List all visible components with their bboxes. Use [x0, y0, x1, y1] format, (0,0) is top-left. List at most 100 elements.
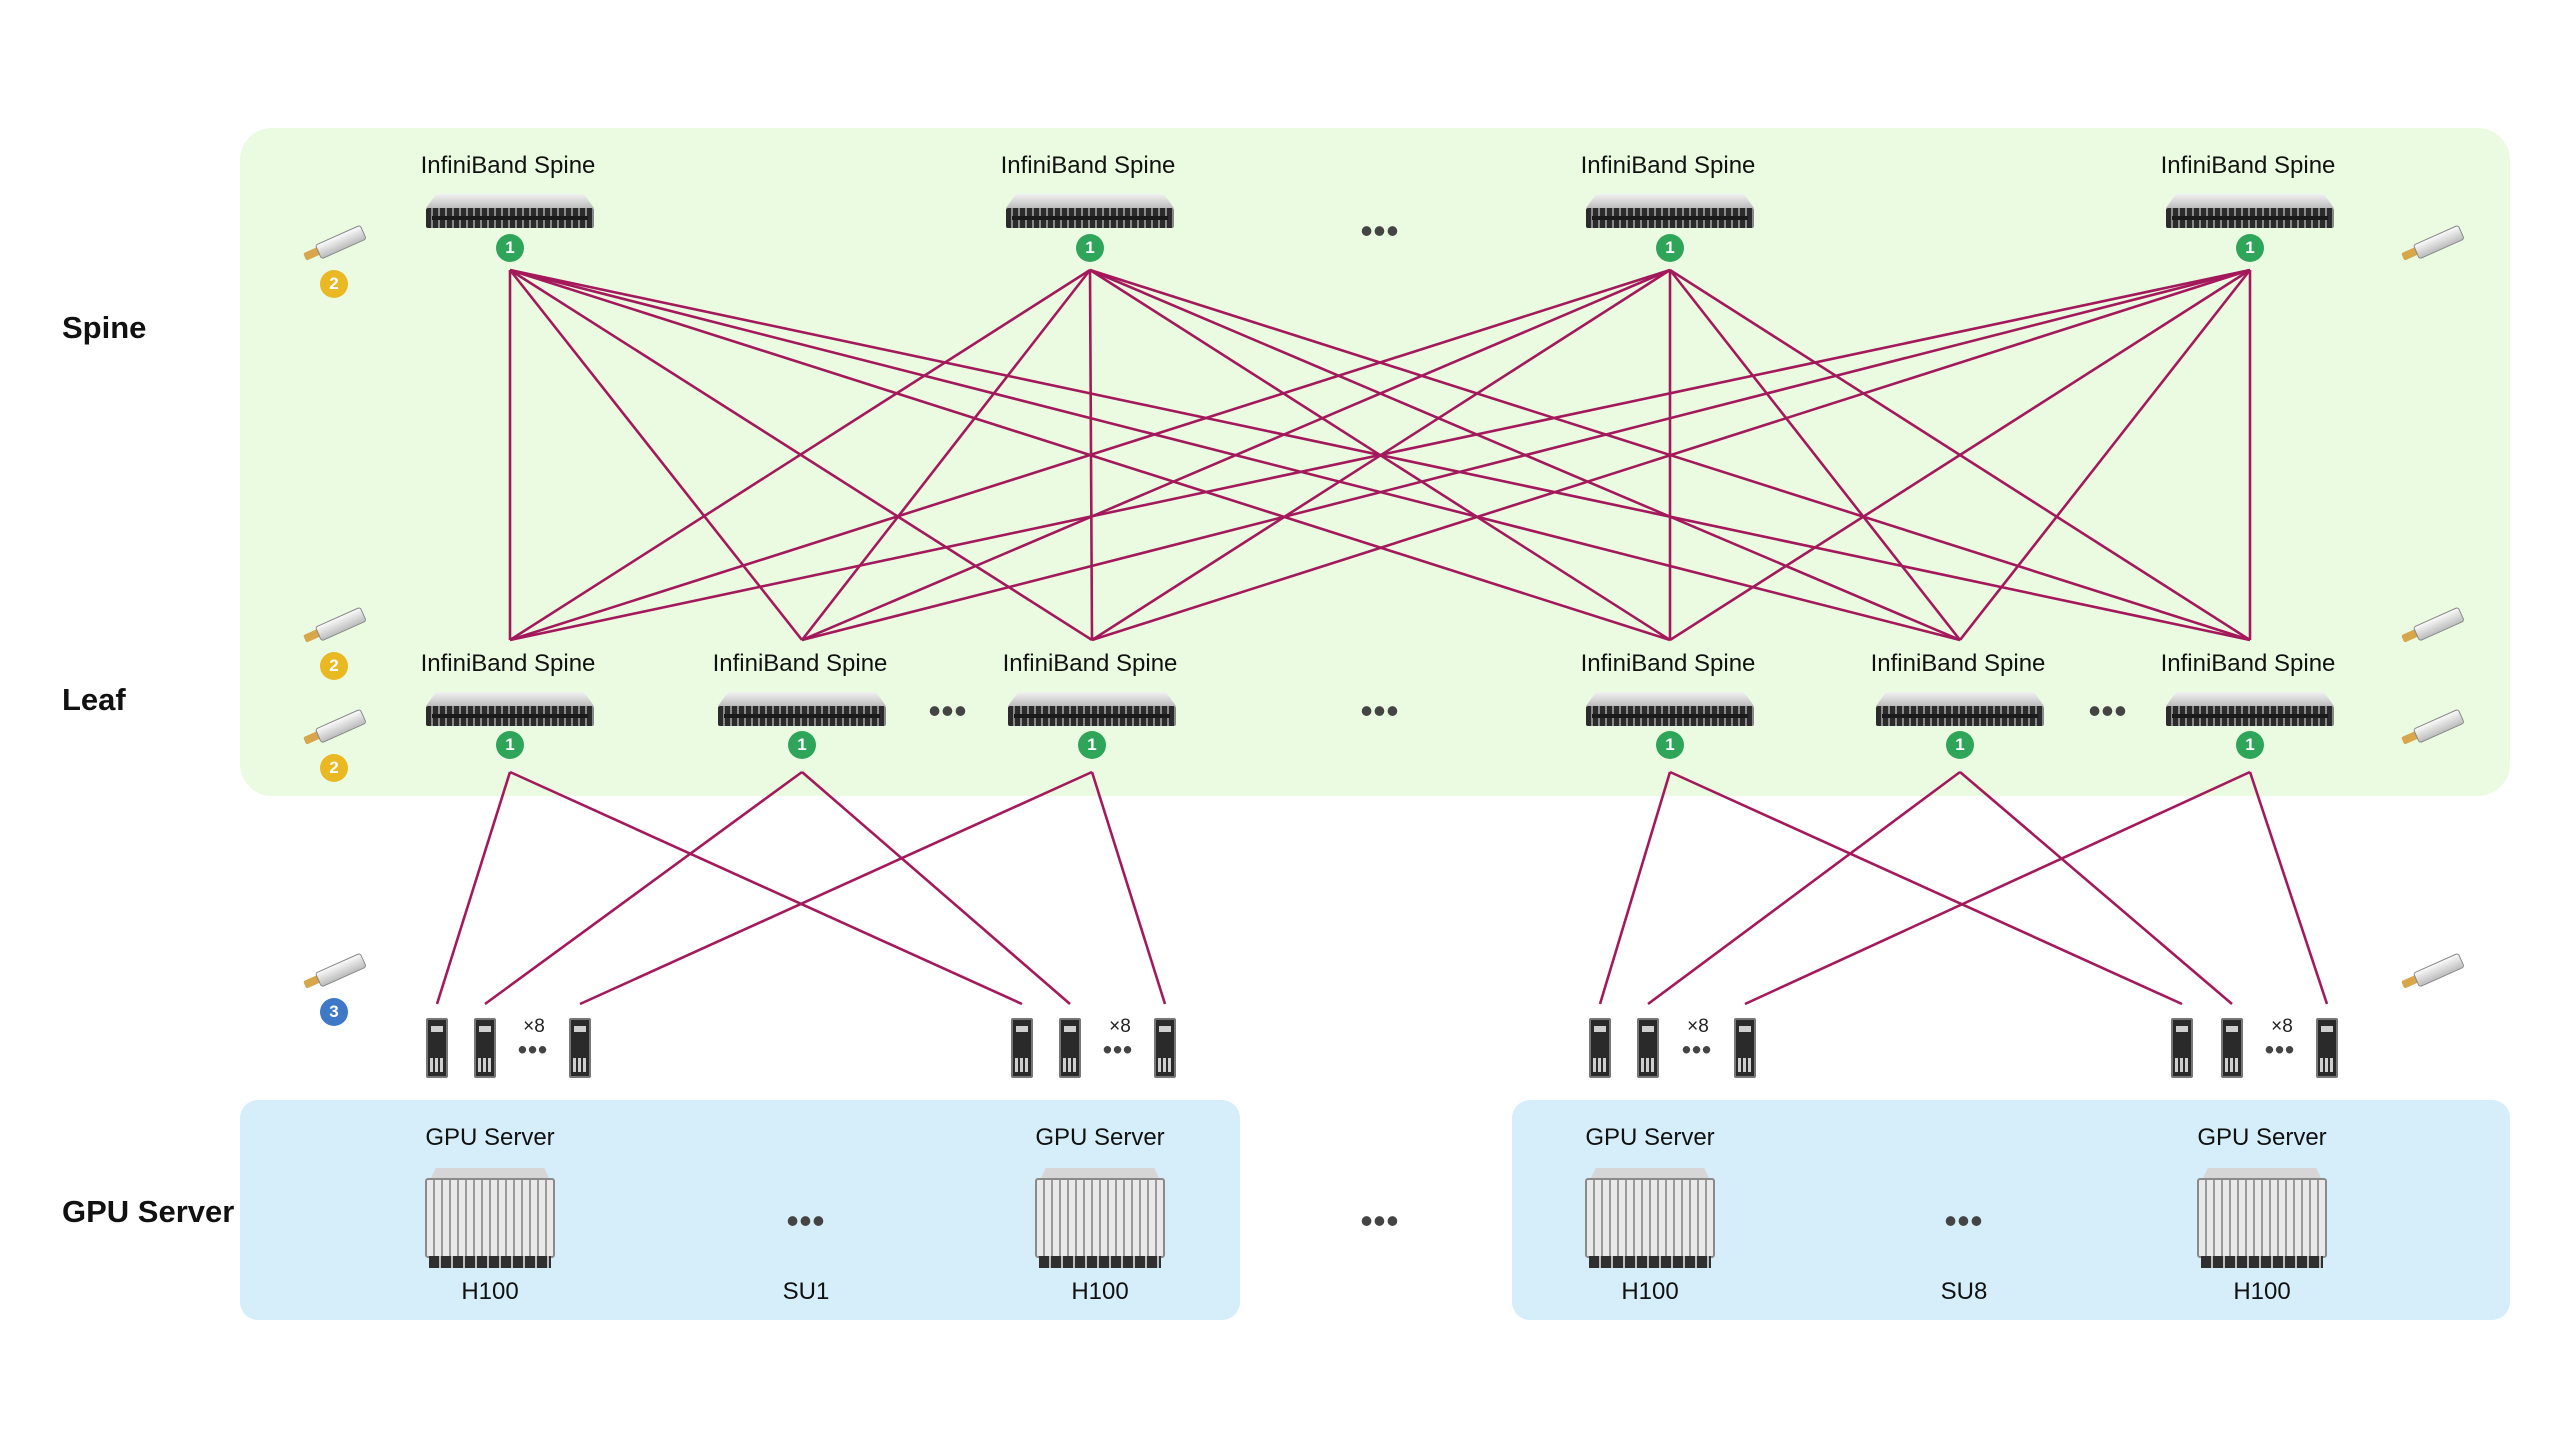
ellipsis: ••• [786, 1202, 826, 1241]
leaf-nic-link [1669, 770, 2183, 1006]
spine-switch-label: InfiniBand Spine [1580, 152, 1756, 179]
gpu-model-label: H100 [2233, 1278, 2291, 1305]
switch-badge: 1 [1656, 234, 1684, 262]
leaf-nic-link [1090, 771, 1167, 1005]
spine-leaf-link [508, 269, 804, 641]
leaf-switch-label: InfiniBand Spine [1002, 650, 1178, 677]
nic-card-icon [1589, 1018, 1611, 1078]
transceiver-badge: 2 [320, 754, 348, 782]
nic-card-icon [426, 1018, 448, 1078]
switch-badge: 1 [1656, 731, 1684, 759]
leaf-switch[interactable] [1876, 692, 2044, 726]
gpu-server-label: GPU Server [2197, 1124, 2327, 1151]
leaf-switch[interactable] [2166, 692, 2334, 726]
nic-card-icon [2171, 1018, 2193, 1078]
ellipsis: ••• [517, 1034, 549, 1065]
spine-leaf-link [509, 268, 1091, 642]
switch-badge: 1 [1946, 731, 1974, 759]
gpu-server-icon[interactable] [1585, 1168, 1715, 1268]
gpu-server-label: GPU Server [1035, 1124, 1165, 1151]
spine-leaf-link [509, 268, 2251, 642]
leaf-nic-link [435, 771, 512, 1005]
ellipsis: ••• [1681, 1034, 1713, 1065]
nic-card-icon [1059, 1018, 1081, 1078]
gpu-server-icon[interactable] [1035, 1168, 1165, 1268]
leaf-nic-link [801, 771, 1071, 1005]
ellipsis: ••• [1944, 1202, 1984, 1241]
tier-label-leaf: Leaf [62, 682, 126, 717]
switch-badge: 1 [496, 234, 524, 262]
gpu-model-label: H100 [1071, 1278, 1129, 1305]
leaf-nic-link [1598, 771, 1672, 1005]
transceiver-badge: 3 [320, 998, 348, 1026]
nic-card-icon [2221, 1018, 2243, 1078]
nic-card-icon [474, 1018, 496, 1078]
spine-leaf-link [509, 268, 1671, 642]
nic-multiplier: ×8 [1687, 1016, 1709, 1037]
leaf-switch[interactable] [1586, 692, 1754, 726]
spine-leaf-link [801, 268, 2251, 642]
leaf-nic-link [2248, 771, 2329, 1005]
tier-label-spine: Spine [62, 310, 147, 345]
spine-switch[interactable] [1586, 194, 1754, 228]
transceiver-badge: 2 [320, 652, 348, 680]
ellipsis: ••• [1360, 212, 1400, 251]
ellipsis: ••• [1360, 692, 1400, 731]
nic-card-icon [1637, 1018, 1659, 1078]
ellipsis: ••• [2088, 692, 2128, 731]
leaf-nic-link [1744, 770, 2251, 1006]
leaf-switch-label: InfiniBand Spine [1580, 650, 1756, 677]
spine-leaf-link [1958, 269, 2252, 641]
leaf-nic-link [1959, 771, 2233, 1005]
spine-switch[interactable] [1006, 194, 1174, 228]
gpu-server-label: GPU Server [425, 1124, 555, 1151]
leaf-switch-label: InfiniBand Spine [712, 650, 888, 677]
ellipsis: ••• [2264, 1034, 2296, 1065]
spine-leaf-link [1668, 269, 1962, 641]
nic-card-icon [1734, 1018, 1756, 1078]
ellipsis: ••• [1102, 1034, 1134, 1065]
nic-multiplier: ×8 [2271, 1016, 2293, 1037]
ellipsis: ••• [1360, 1202, 1400, 1241]
leaf-nic-link [484, 770, 803, 1006]
switch-badge: 1 [2236, 234, 2264, 262]
nic-multiplier: ×8 [523, 1016, 545, 1037]
gpu-model-label: H100 [1621, 1278, 1679, 1305]
leaf-switch[interactable] [426, 692, 594, 726]
switch-badge: 1 [496, 731, 524, 759]
scalable-unit-label: SU8 [1940, 1278, 1988, 1305]
nic-card-icon [569, 1018, 591, 1078]
leaf-nic-link [579, 770, 1093, 1006]
gpu-server-icon[interactable] [425, 1168, 555, 1268]
nic-card-icon [2316, 1018, 2338, 1078]
transceiver-badge: 2 [320, 270, 348, 298]
gpu-model-label: H100 [461, 1278, 519, 1305]
leaf-switch-label: InfiniBand Spine [1870, 650, 2046, 677]
leaf-switch[interactable] [718, 692, 886, 726]
scalable-unit-label: SU1 [782, 1278, 830, 1305]
spine-switch-label: InfiniBand Spine [2160, 152, 2336, 179]
nic-card-icon [1154, 1018, 1176, 1078]
gpu-server-icon[interactable] [2197, 1168, 2327, 1268]
gpu-server-label: GPU Server [1585, 1124, 1715, 1151]
ellipsis: ••• [928, 692, 968, 731]
spine-switch-label: InfiniBand Spine [420, 152, 596, 179]
switch-badge: 1 [788, 731, 816, 759]
switch-badge: 1 [2236, 731, 2264, 759]
leaf-nic-link [509, 770, 1023, 1006]
spine-leaf-fabric-zone [240, 128, 2510, 796]
spine-switch-label: InfiniBand Spine [1000, 152, 1176, 179]
switch-badge: 1 [1078, 731, 1106, 759]
tier-label-gpu-server: GPU Server [62, 1194, 235, 1229]
leaf-nic-link [1647, 770, 1961, 1006]
nic-card-icon [1011, 1018, 1033, 1078]
switch-badge: 1 [1076, 234, 1104, 262]
leaf-switch[interactable] [1008, 692, 1176, 726]
leaf-switch-label: InfiniBand Spine [2160, 650, 2336, 677]
spine-switch[interactable] [2166, 194, 2334, 228]
spine-switch[interactable] [426, 194, 594, 228]
spine-leaf-link [801, 268, 1671, 642]
spine-leaf-link [800, 269, 1092, 641]
spine-leaf-link [1669, 268, 2251, 642]
